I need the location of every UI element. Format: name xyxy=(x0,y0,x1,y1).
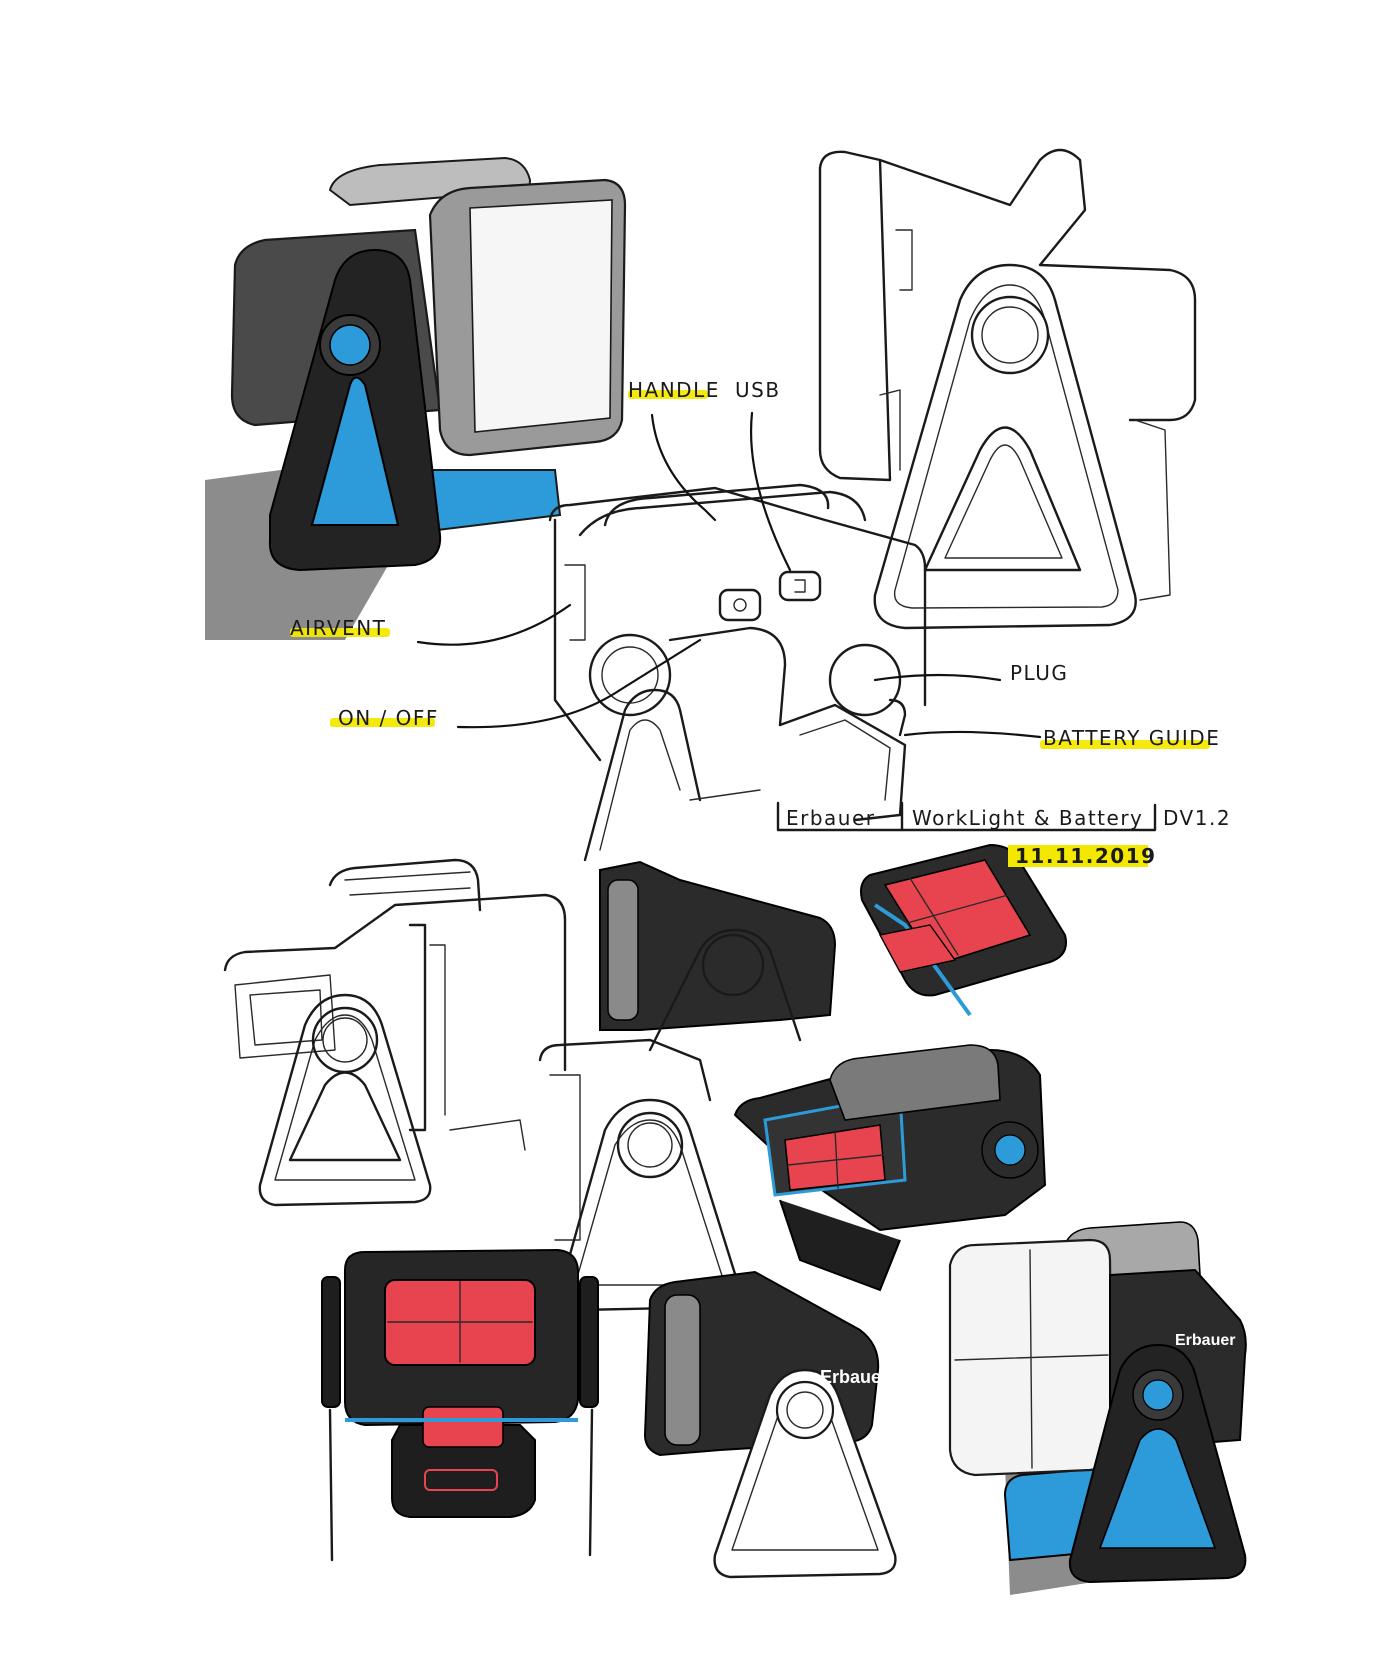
callout-battery-guide: BATTERY GUIDE xyxy=(1043,726,1220,750)
callout-leaders xyxy=(416,411,1042,739)
worklight-sketch-front-bottom-left xyxy=(321,1248,599,1562)
callout-airvent: AIRVENT xyxy=(290,616,386,640)
callout-plug: PLUG xyxy=(1010,661,1068,685)
title-brand: Erbauer xyxy=(786,806,876,830)
callout-usb: USB xyxy=(735,378,781,402)
worklight-sketch-logo-bottom-center: Erbauer xyxy=(643,1270,897,1579)
title-block: Erbauer WorkLight & Battery DV1.2 11.11.… xyxy=(776,801,1231,868)
logo-text: Erbauer xyxy=(820,1367,888,1387)
callout-on-off: ON / OFF xyxy=(338,706,439,730)
battery-sketch-top-right xyxy=(860,843,1067,1017)
worklight-sketch-colored-bottom-right: Erbauer xyxy=(948,1221,1247,1595)
worklight-sketch-outline-lower-left xyxy=(223,858,567,1207)
title-product: WorkLight & Battery xyxy=(912,806,1143,830)
worklight-sketch-dark-center xyxy=(599,860,837,1052)
title-version: DV1.2 xyxy=(1163,806,1231,830)
title-date: 11.11.2019 xyxy=(1015,844,1157,868)
callout-handle: HANDLE xyxy=(628,378,720,402)
logo-text: Erbauer xyxy=(1175,1332,1235,1349)
worklight-sketch-colored-top-left xyxy=(205,156,627,640)
callout-highlights xyxy=(290,390,1210,749)
worklight-sketch-outline-top-right xyxy=(818,148,1197,630)
worklight-sketch-annotated-center xyxy=(548,483,927,862)
worklight-sketch-colored-right xyxy=(733,1044,1047,1292)
